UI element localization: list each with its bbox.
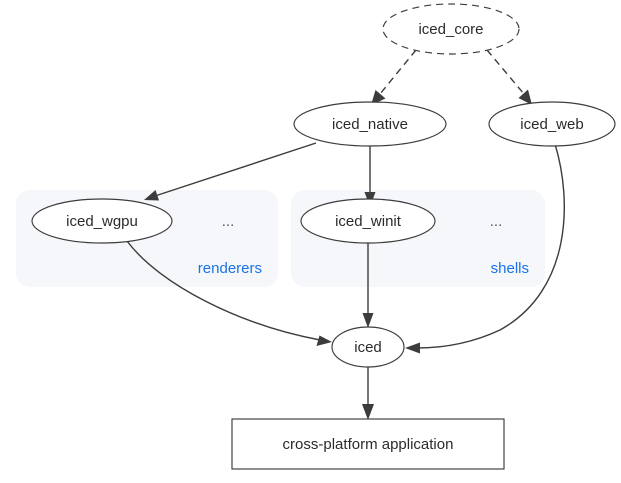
edge-iced_native-to-iced_wgpu (144, 142, 317, 201)
node-iced_native[interactable]: iced_native (293, 101, 447, 147)
node-iced_web-shape[interactable] (488, 101, 616, 147)
edge-iced_winit-to-iced (362, 242, 374, 328)
edge-iced_wgpu-to-iced-line (126, 240, 321, 341)
cluster-renderers-ellipsis: ... (222, 213, 235, 230)
edge-iced-to-app-arrow (362, 404, 374, 420)
node-iced_wgpu-label: iced_wgpu (66, 213, 138, 230)
edge-iced_core-to-iced_web-line (486, 49, 525, 95)
cluster-shells-ellipsis: ... (490, 213, 503, 230)
node-iced_native-shape[interactable] (293, 101, 447, 147)
node-app[interactable]: cross-platform application (231, 418, 505, 470)
node-iced_winit-shape[interactable] (300, 198, 436, 244)
node-iced_wgpu[interactable]: iced_wgpu (31, 198, 173, 244)
edge-iced_core-to-iced_web-arrow (518, 89, 532, 105)
node-iced_winit-label: iced_winit (335, 213, 402, 230)
node-iced_core-label: iced_core (418, 21, 483, 38)
node-iced-shape[interactable] (331, 326, 405, 368)
edge-iced_wgpu-to-iced-arrow (316, 335, 332, 346)
edge-iced_core-to-iced_web (486, 49, 532, 105)
node-app-label: cross-platform application (283, 436, 454, 453)
node-iced[interactable]: iced (331, 326, 405, 368)
edge-iced_core-to-iced_native (371, 49, 417, 105)
cluster-renderers-label: renderers (198, 260, 262, 277)
edge-iced_native-to-iced_wgpu-arrow (144, 190, 159, 201)
edge-iced_native-to-iced_wgpu-line (154, 142, 317, 197)
edge-iced_core-to-iced_native-arrow (371, 90, 386, 105)
node-iced_core-shape[interactable] (382, 3, 520, 55)
edge-iced-to-app (362, 367, 374, 420)
node-iced-label: iced (354, 339, 382, 356)
node-iced_core[interactable]: iced_core (382, 3, 520, 55)
cluster-shells-label: shells (491, 260, 529, 277)
node-iced_native-label: iced_native (332, 116, 408, 133)
node-iced_winit[interactable]: iced_winit (300, 198, 436, 244)
node-iced_web-label: iced_web (520, 116, 583, 133)
edge-iced_web-to-iced-arrow (405, 342, 420, 354)
edge-iced_web-to-iced-line (416, 143, 565, 349)
edge-iced_winit-to-iced-arrow (362, 313, 374, 328)
edge-iced_wgpu-to-iced (126, 240, 332, 346)
node-app-shape[interactable] (231, 418, 505, 470)
edge-iced_web-to-iced (405, 143, 565, 354)
node-iced_web[interactable]: iced_web (488, 101, 616, 147)
node-iced_wgpu-shape[interactable] (31, 198, 173, 244)
edge-iced_core-to-iced_native-line (379, 49, 417, 95)
